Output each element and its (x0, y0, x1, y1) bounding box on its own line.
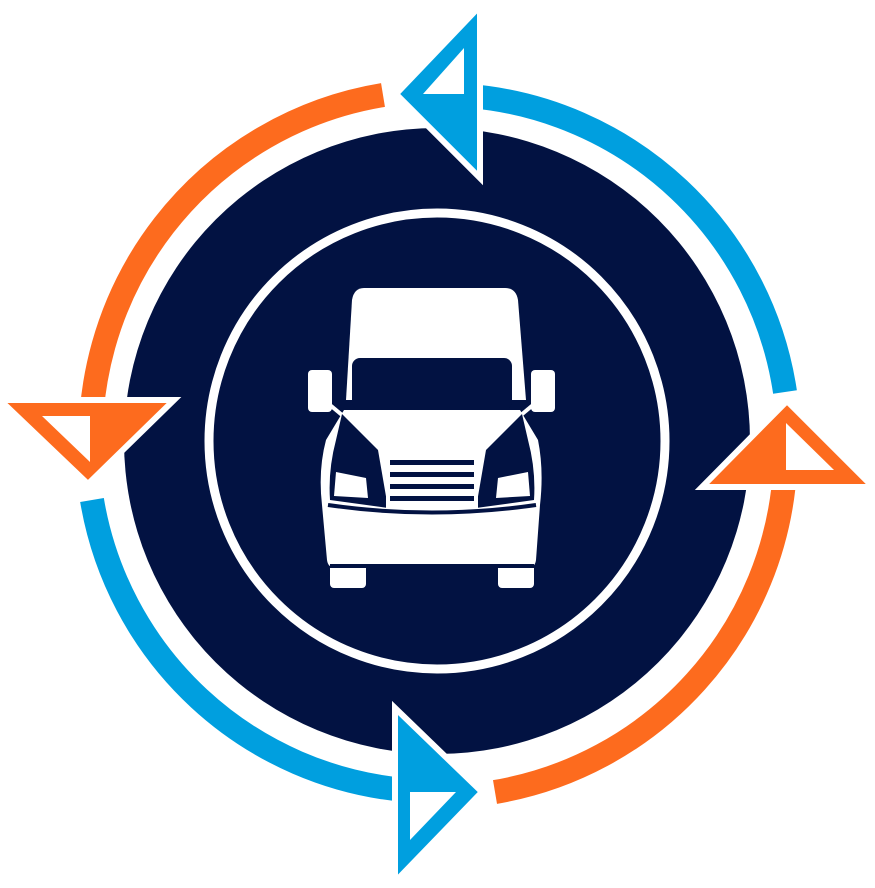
right-headlight (496, 472, 530, 498)
arrow-head-icon (391, 0, 483, 186)
white-ring (204, 208, 670, 674)
arrow-head-icon (0, 397, 182, 489)
truck-windshield (352, 358, 512, 410)
top-left-arc (78, 83, 385, 472)
top-right-arc (468, 84, 797, 394)
truck-grille (386, 452, 478, 510)
bottom-left-arc (80, 498, 407, 802)
cycle-arcs (69, 77, 805, 810)
semi-truck-front-icon (308, 288, 555, 588)
arrow-head-icon (694, 396, 875, 490)
bottom-right-arc (492, 469, 797, 804)
left-headlight (334, 472, 368, 498)
left-mirror (308, 370, 332, 412)
arrow-head-icon (392, 700, 487, 888)
right-mirror (531, 370, 555, 412)
